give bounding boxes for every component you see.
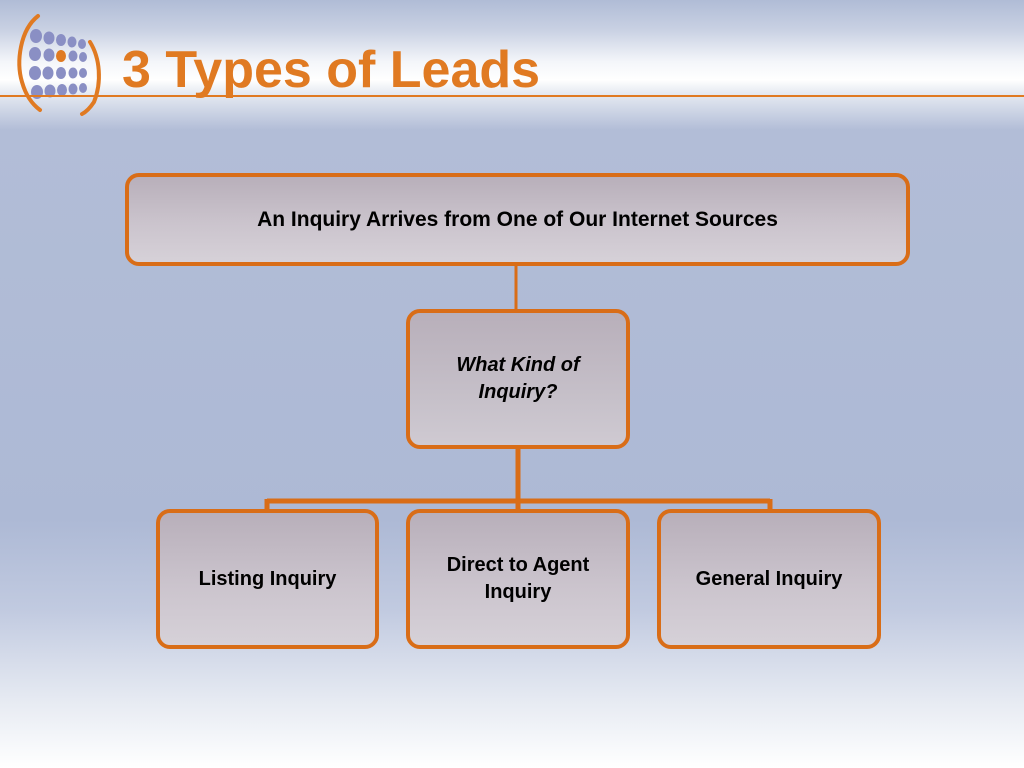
leaf-node-general-text: General Inquiry xyxy=(696,566,843,593)
question-node-line2: Inquiry? xyxy=(478,381,558,403)
leaf-node-listing-text: Listing Inquiry xyxy=(199,566,337,593)
dot-grid-logo-graphic xyxy=(17,14,101,116)
slide-title: 3 Types of Leads xyxy=(122,41,541,99)
question-node-text: What Kind of Inquiry? xyxy=(456,352,579,406)
root-node-label: An Inquiry Arrives from One of Our Inter… xyxy=(257,208,778,231)
leaf-node-listing-line1: Listing Inquiry xyxy=(198,567,337,590)
dot-grid-logo-icon xyxy=(14,12,108,118)
leaf-node-agent-line1: Direct to Agent xyxy=(446,554,590,576)
leaf-node-direct-to-agent: Direct to Agent Inquiry xyxy=(406,509,630,649)
leaf-node-agent-line2: Inquiry xyxy=(484,581,552,603)
question-node: What Kind of Inquiry? xyxy=(406,309,630,449)
root-node: An Inquiry Arrives from One of Our Inter… xyxy=(125,173,910,266)
leaf-node-agent-text: Direct to Agent Inquiry xyxy=(447,552,590,606)
title-divider xyxy=(0,95,1024,97)
leaf-node-general-line1: General Inquiry xyxy=(695,567,843,590)
leaf-node-listing: Listing Inquiry xyxy=(156,509,379,649)
leaf-node-general: General Inquiry xyxy=(657,509,881,649)
question-node-line1: What Kind of xyxy=(456,354,580,376)
